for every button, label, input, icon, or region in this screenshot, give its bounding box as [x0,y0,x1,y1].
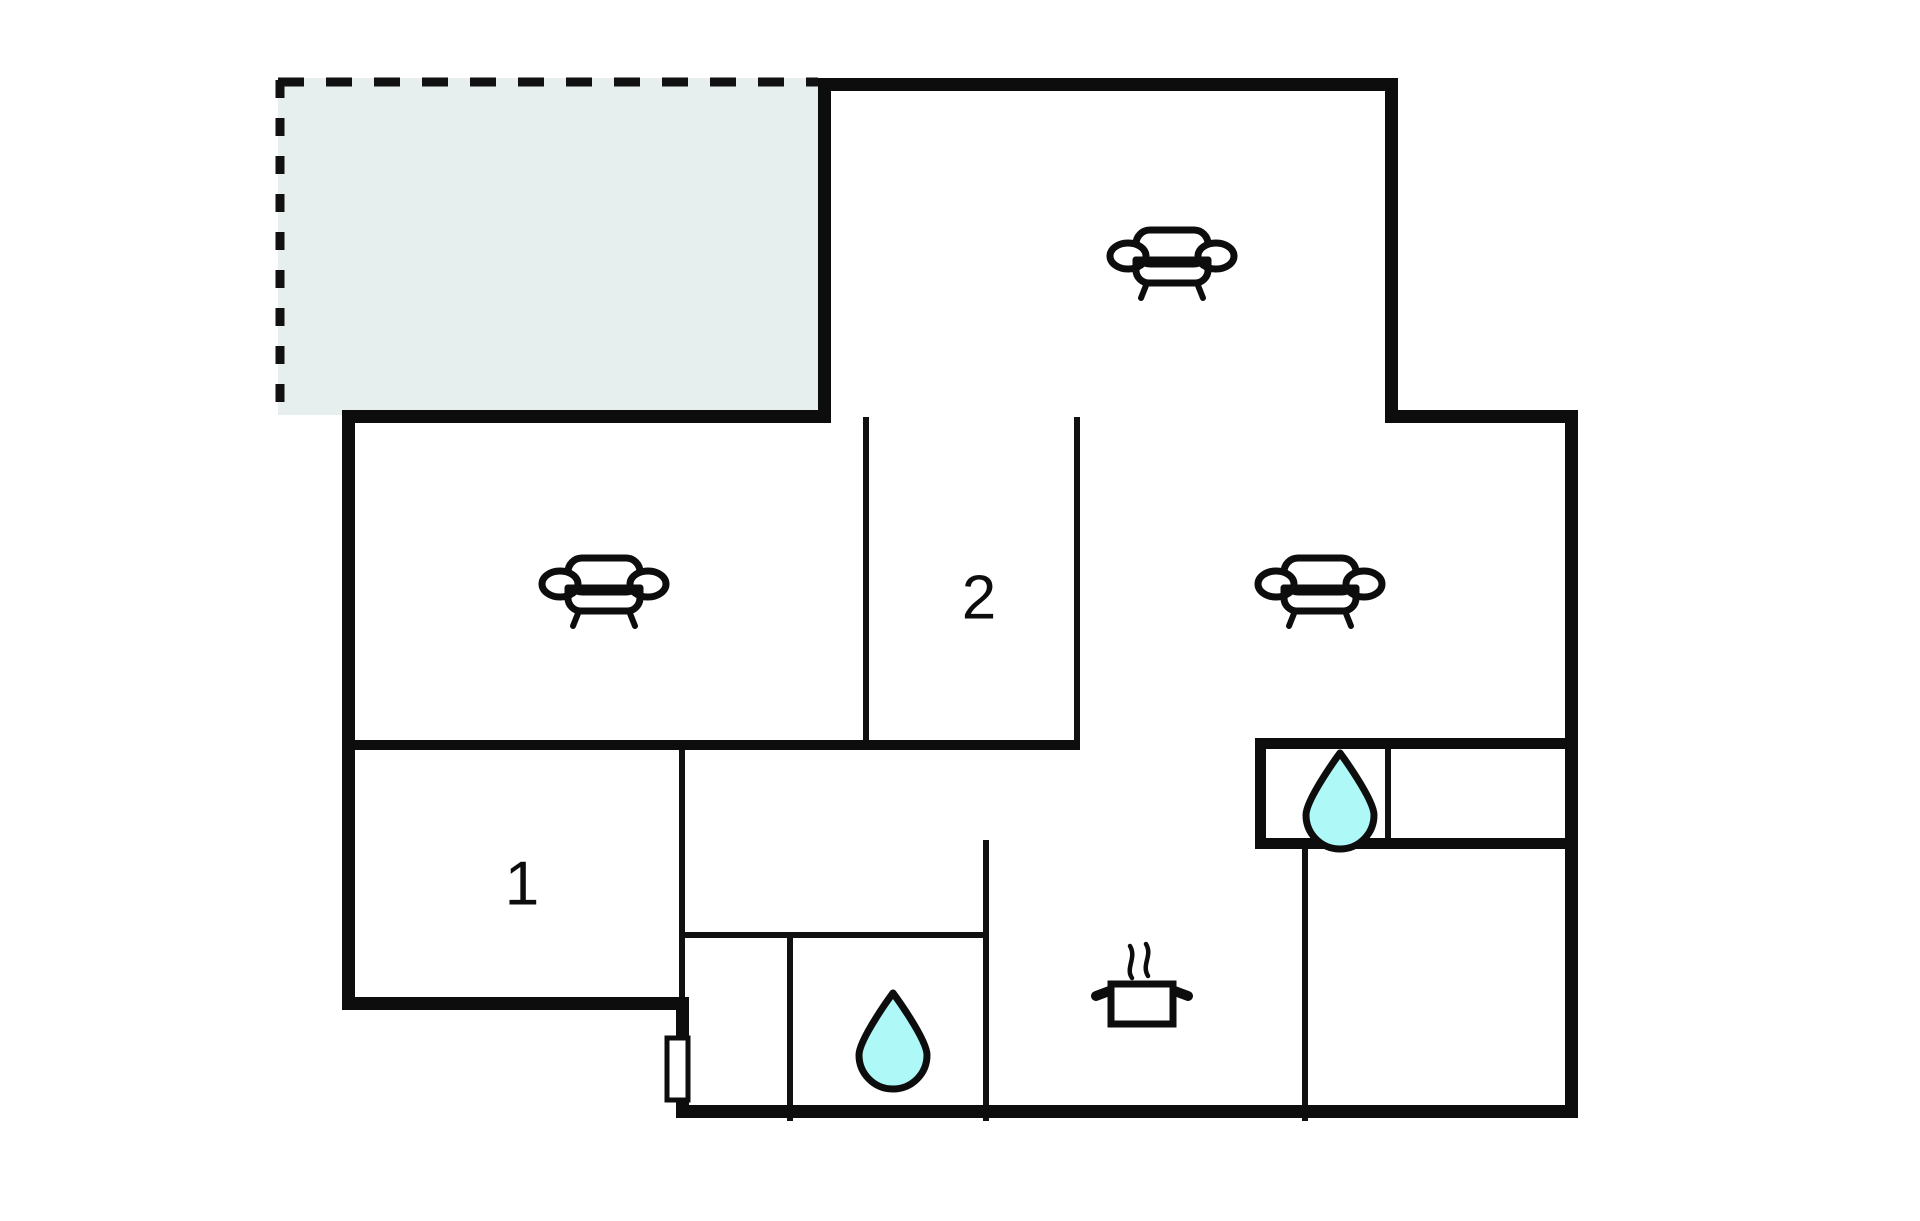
sofa-icon [1254,554,1386,629]
water-drop-icon [1302,749,1378,853]
wall-topright-top [818,78,1398,91]
water-drop-shape [1302,749,1378,853]
wall-entrance-upper [676,997,689,1042]
terrace-area [275,77,818,415]
cooking-pot-icon [1091,941,1193,1028]
structural-walls [342,78,1578,1118]
sofa-arm-left [1106,239,1150,273]
wall-living-bottom [690,740,1080,750]
sofa-leg-right [1342,608,1354,629]
water-drop-shape [855,989,931,1093]
door-leaf[interactable] [664,1035,691,1103]
sofa-seat [564,584,644,615]
room-number-2: 2 [962,563,996,632]
wall-main-top-right [1385,410,1578,423]
wall-topright-right [1385,78,1398,423]
sofa-arm-right [626,567,670,601]
sofa-icon [538,554,670,629]
sofa-leg-left [570,608,582,629]
sofa-leg-left [1138,280,1150,301]
wall-upper-bath-left [1255,738,1266,848]
wall-room1-bottom [342,997,689,1010]
sofa-arm-left [1254,567,1298,601]
sofa-arm-left [538,567,582,601]
sofa-arm-right [1342,567,1386,601]
sofa-leg-right [626,608,638,629]
water-drop-icon [855,989,931,1093]
sofa-seat [1132,256,1212,287]
wall-topright-left [818,78,831,423]
steam-line-right [1143,941,1151,979]
terrace-fill [278,78,818,415]
sofa-leg-left [1286,608,1298,629]
wall-upper-bath-bottom [1255,838,1571,849]
wall-main-right [1565,410,1578,1118]
pot-body [1107,980,1177,1028]
sofa-arm-right [1194,239,1238,273]
sofa-leg-right [1194,280,1206,301]
wall-room1-top [348,740,690,750]
room-number-1: 1 [505,849,539,918]
sofa-icon [1106,226,1238,301]
door-icon[interactable] [664,1035,691,1103]
wall-main-top-left [342,410,831,423]
sofa-seat [1280,584,1360,615]
wall-upper-bath-top [1255,738,1571,749]
wall-main-left [342,410,355,1010]
steam-line-left [1127,943,1135,981]
wall-main-bottom [676,1105,1578,1118]
interior-partitions [679,417,1391,1121]
